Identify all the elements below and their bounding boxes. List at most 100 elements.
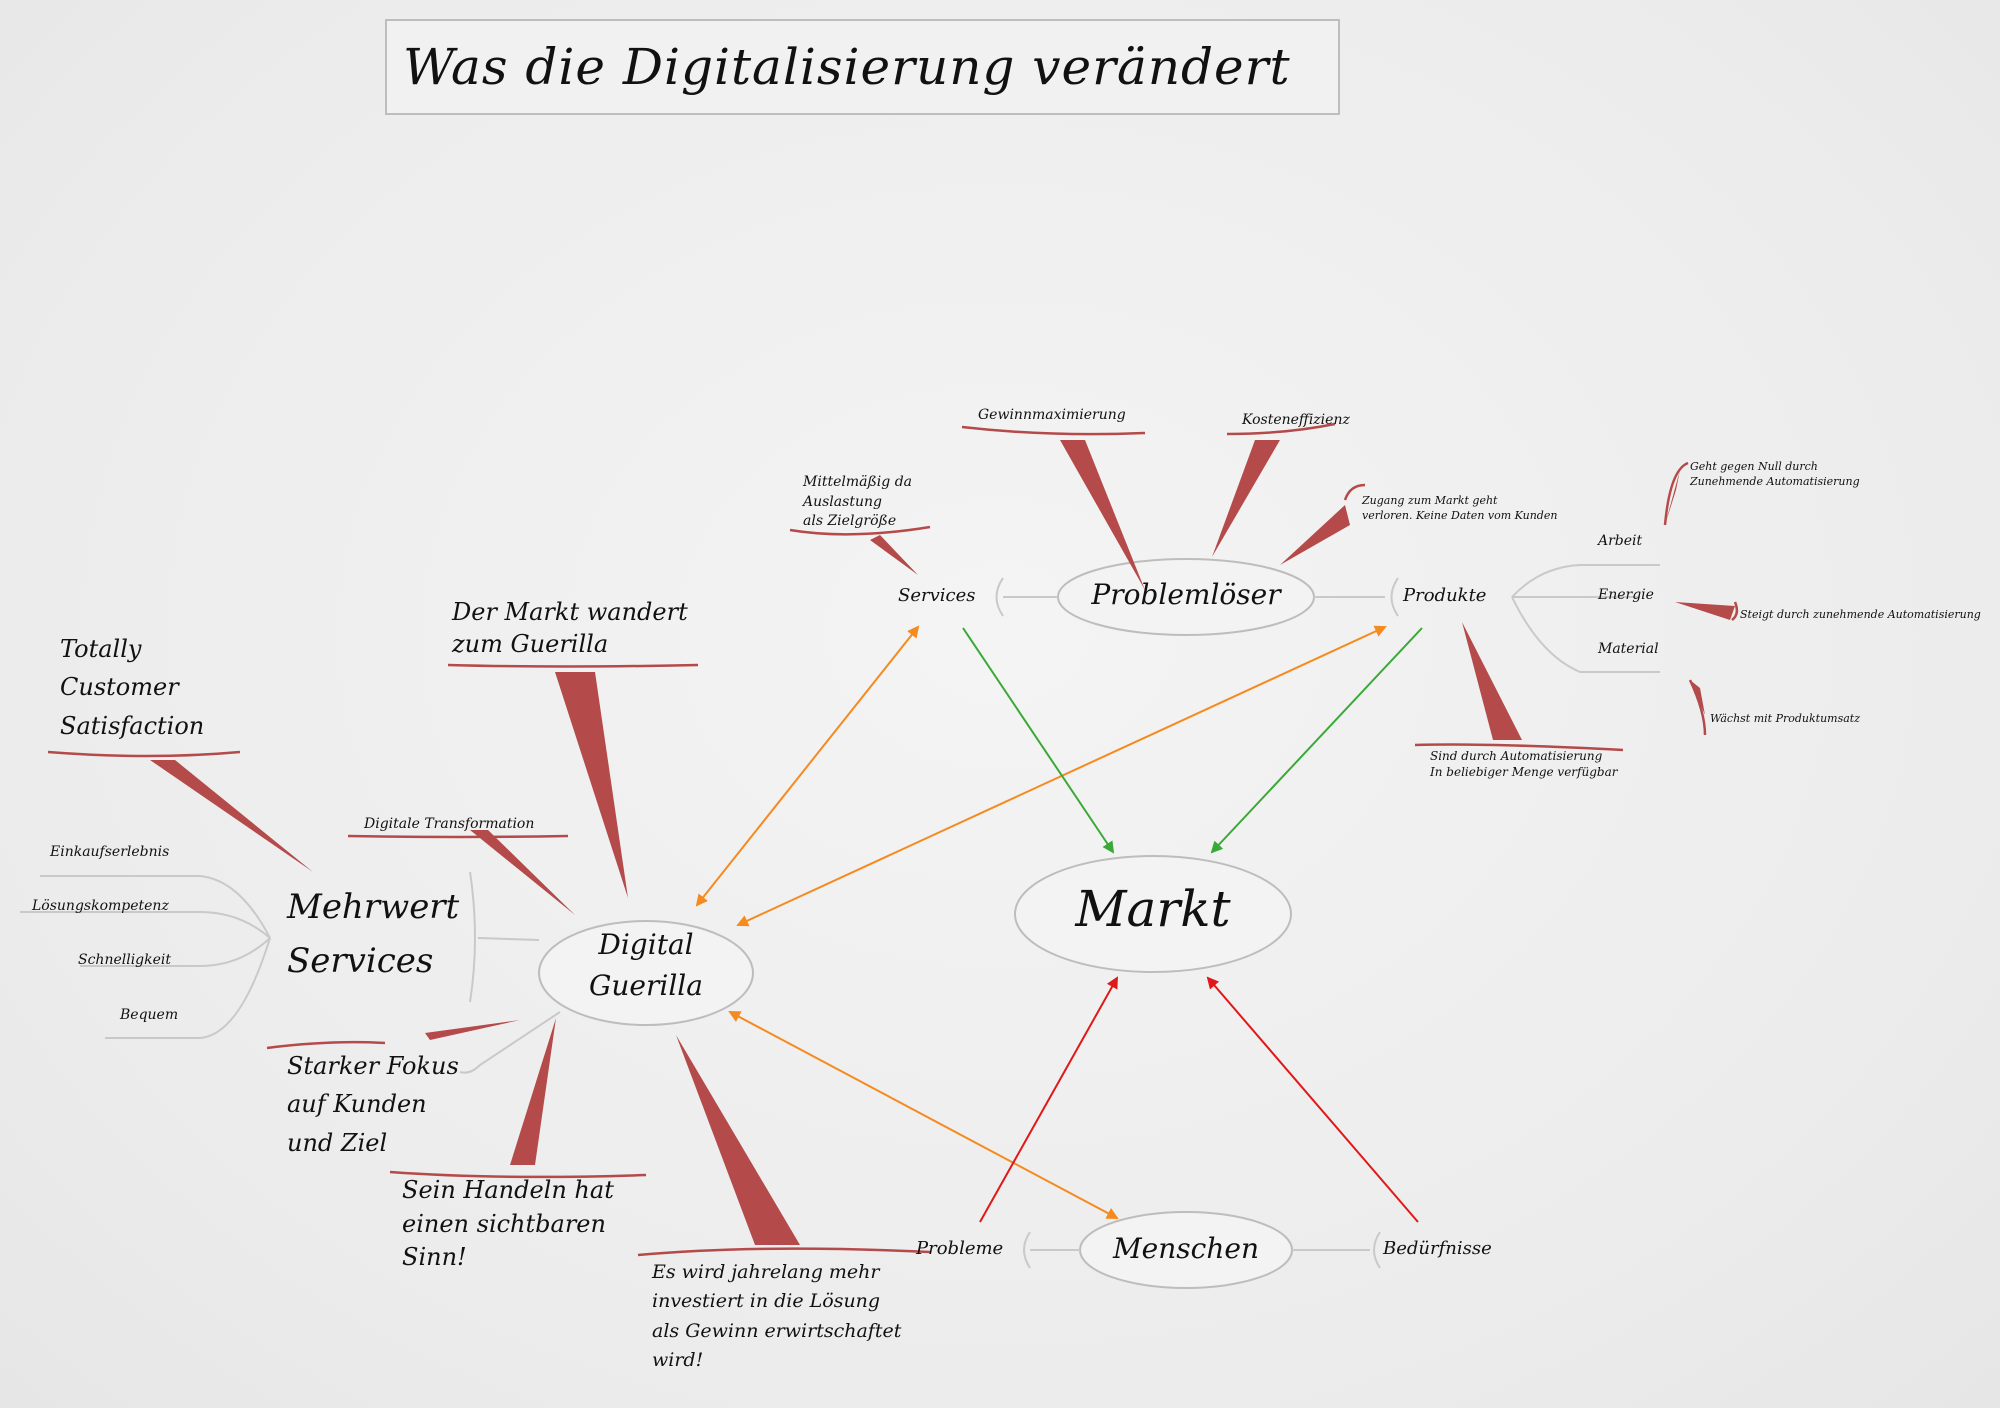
- wedge: [1280, 505, 1350, 565]
- starker-fokus-label: Starker Fokus auf Kunden und Ziel: [287, 1047, 459, 1162]
- branch-line: [477, 937, 540, 941]
- branch-line: [80, 937, 271, 967]
- underline: [447, 663, 699, 668]
- loesungskompetenz-label: Lösungskompetenz: [32, 898, 169, 914]
- arbeit-note-label: Geht gegen Null durch Zunehmende Automat…: [1690, 460, 1860, 490]
- branch-line: [105, 937, 271, 1039]
- energie-label: Energie: [1598, 587, 1654, 603]
- title-box: Was die Digitalisierung verändert: [385, 19, 1340, 115]
- branch-line: [469, 871, 476, 1003]
- orange-arrow: [728, 1011, 1119, 1219]
- digital-guerilla-label: Digital Guerilla: [539, 925, 753, 1006]
- schnelligkeit-label: Schnelligkeit: [78, 952, 172, 968]
- underline: [1226, 422, 1336, 436]
- menschen-label: Menschen: [1113, 1232, 1259, 1265]
- totally-label: Totally Customer Satisfaction: [60, 630, 204, 745]
- automatisierung-line: Sind durch Automatisierung: [1430, 749, 1603, 763]
- mehrwert-services-line: Mehrwert: [287, 887, 460, 927]
- green-arrows: [962, 627, 1423, 854]
- underline: [1731, 601, 1739, 621]
- starker-fokus-line: und Ziel: [287, 1128, 388, 1157]
- digital-guerilla-line: Guerilla: [589, 968, 703, 1002]
- wedge: [870, 535, 918, 575]
- wedge: [1212, 440, 1280, 557]
- zugang-label: Zugang zum Markt geht verloren. Keine Da…: [1362, 494, 1557, 524]
- underline: [961, 425, 1146, 436]
- wedge: [1675, 602, 1735, 620]
- mittelmaessig-label: Mittelmäßig da Auslastung als Zielgröße: [803, 473, 912, 532]
- underline: [1663, 461, 1689, 526]
- page-title: Was die Digitalisierung verändert: [403, 38, 1291, 96]
- jahrelang-line: investiert in die Lösung: [652, 1290, 881, 1313]
- arbeit-note-line: Zunehmende Automatisierung: [1690, 474, 1860, 488]
- wedge: [555, 672, 628, 898]
- einkaufserlebnis-label: Einkaufserlebnis: [50, 844, 170, 860]
- jahrelang-line: wird!: [652, 1349, 704, 1372]
- arbeit-note-line: Geht gegen Null durch: [1690, 460, 1818, 473]
- red-arrows: [979, 976, 1419, 1223]
- green-arrow: [962, 627, 1115, 854]
- underline: [347, 834, 569, 839]
- kosteneffizienz-label: Kosteneffizienz: [1242, 412, 1350, 428]
- underline: [1414, 743, 1624, 752]
- jahrelang-line: als Gewinn erwirtschaftet: [652, 1319, 902, 1342]
- branch-line: [1023, 1231, 1031, 1269]
- wedge: [150, 760, 313, 872]
- branch-line: [995, 577, 1004, 617]
- material-note-label: Wächst mit Produktumsatz: [1710, 712, 1861, 725]
- wedge: [1462, 622, 1522, 740]
- material-label: Material: [1598, 641, 1659, 657]
- digital-guerilla-node[interactable]: [538, 920, 754, 1026]
- underline: [637, 1247, 931, 1257]
- underline: [266, 1040, 386, 1050]
- red-arrow: [1206, 976, 1419, 1223]
- totally-line: Satisfaction: [60, 711, 205, 740]
- branch-line: [1373, 1231, 1381, 1269]
- jahrelang-label: Es wird jahrelang mehr investiert in die…: [652, 1258, 901, 1376]
- markt-wandert-line: zum Guerilla: [452, 630, 609, 659]
- wedge: [470, 830, 575, 915]
- problemloeser-label: Problemlöser: [1091, 578, 1281, 611]
- underline: [1343, 483, 1366, 501]
- mehrwert-services-line: Services: [287, 941, 434, 982]
- branch-line: [1511, 564, 1660, 598]
- underline: [1688, 679, 1707, 736]
- wedge: [1665, 470, 1680, 525]
- starker-fokus-line: auf Kunden: [287, 1090, 427, 1119]
- gewinnmaximierung-label: Gewinnmaximierung: [978, 407, 1126, 423]
- jahrelang-line: Es wird jahrelang mehr: [652, 1261, 880, 1283]
- beduerfnisse-label: Bedürfnisse: [1383, 1238, 1492, 1259]
- automatisierung-label: Sind durch Automatisierung In beliebiger…: [1430, 748, 1617, 780]
- zugang-line: Zugang zum Markt geht: [1362, 494, 1498, 507]
- branch-line: [1511, 596, 1660, 673]
- totally-line: Totally: [60, 635, 142, 663]
- red-arrow: [979, 976, 1118, 1223]
- markt-wandert-line: Der Markt wandert: [452, 598, 688, 626]
- branch-line: [459, 1011, 561, 1074]
- starker-fokus-line: Starker Fokus: [287, 1052, 459, 1080]
- branch-lines: [20, 564, 1660, 1269]
- sein-handeln-line: Sein Handeln hat: [402, 1176, 614, 1204]
- underline: [389, 1170, 647, 1179]
- orange-arrow: [695, 625, 920, 907]
- totally-line: Customer: [60, 673, 179, 702]
- underline: [789, 525, 931, 536]
- automatisierung-line: In beliebiger Menge verfügbar: [1430, 765, 1618, 780]
- mittelmaessig-line: als Zielgröße: [803, 513, 897, 530]
- mittelmaessig-line: Mittelmäßig da: [803, 474, 912, 490]
- underline: [47, 750, 241, 758]
- wedge: [425, 1020, 520, 1040]
- wedge: [510, 1018, 556, 1165]
- arbeit-label: Arbeit: [1598, 533, 1643, 549]
- energie-note-label: Steigt durch zunehmende Automatisierung: [1740, 608, 1981, 621]
- services-label: Services: [898, 585, 976, 606]
- branch-line: [1390, 577, 1399, 617]
- markt-wandert-label: Der Markt wandert zum Guerilla: [452, 596, 688, 661]
- zugang-line: verloren. Keine Daten vom Kunden: [1362, 508, 1558, 522]
- probleme-label: Probleme: [916, 1238, 1004, 1259]
- sein-handeln-label: Sein Handeln hat einen sichtbaren Sinn!: [402, 1174, 614, 1275]
- digital-guerilla-line: Digital: [598, 928, 694, 961]
- wedge: [676, 1035, 800, 1245]
- mehrwert-services-label: Mehrwert Services: [287, 880, 459, 989]
